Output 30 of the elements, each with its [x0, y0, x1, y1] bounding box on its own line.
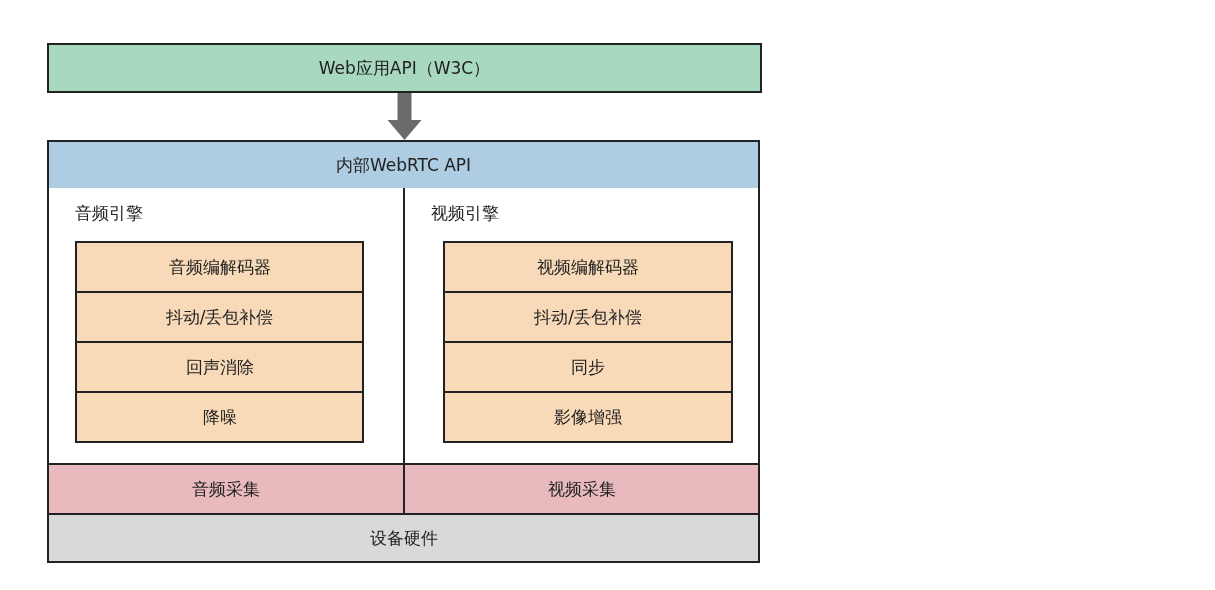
label-text: 抖动/丢包补偿: [534, 305, 642, 329]
layer-band: [47, 43, 762, 93]
layer-band: [403, 463, 760, 515]
label-text: 视频引擎: [431, 202, 499, 225]
label-text: 音频编解码器: [168, 255, 271, 279]
module-box: [443, 341, 733, 393]
label-text: 视频编解码器: [537, 255, 639, 279]
layer-band: [47, 513, 760, 563]
label-text: 音频引擎: [75, 202, 143, 225]
label-text: 视频采集: [547, 477, 616, 501]
module-box: [443, 391, 733, 443]
module-box: [75, 341, 364, 393]
label-text: 设备硬件: [369, 526, 438, 550]
label-text: 内部WebRTC API: [335, 153, 472, 177]
label-text: 降噪: [202, 405, 237, 429]
label-text: Web应用API（W3C）: [318, 56, 491, 80]
module-box: [443, 241, 733, 293]
label-text: 同步: [571, 355, 605, 379]
module-box: [75, 241, 364, 293]
module-box: [75, 291, 364, 343]
arrow: [387, 93, 422, 140]
outer-frame: [47, 140, 760, 563]
layer-band: [47, 140, 760, 190]
layer-band: [47, 463, 405, 515]
module-box: [443, 291, 733, 343]
label-text: 影像增强: [554, 405, 622, 429]
label-text: 抖动/丢包补偿: [165, 305, 274, 329]
label-text: 回声消除: [185, 355, 254, 379]
module-box: [75, 391, 364, 443]
label-text: 音频采集: [192, 477, 260, 501]
